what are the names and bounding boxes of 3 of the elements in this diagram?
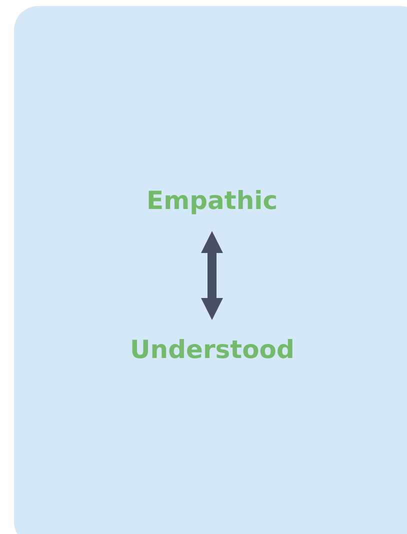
double-arrow bbox=[201, 231, 223, 320]
node-label: Empathic bbox=[146, 185, 278, 217]
node-label: Understood bbox=[130, 334, 294, 366]
